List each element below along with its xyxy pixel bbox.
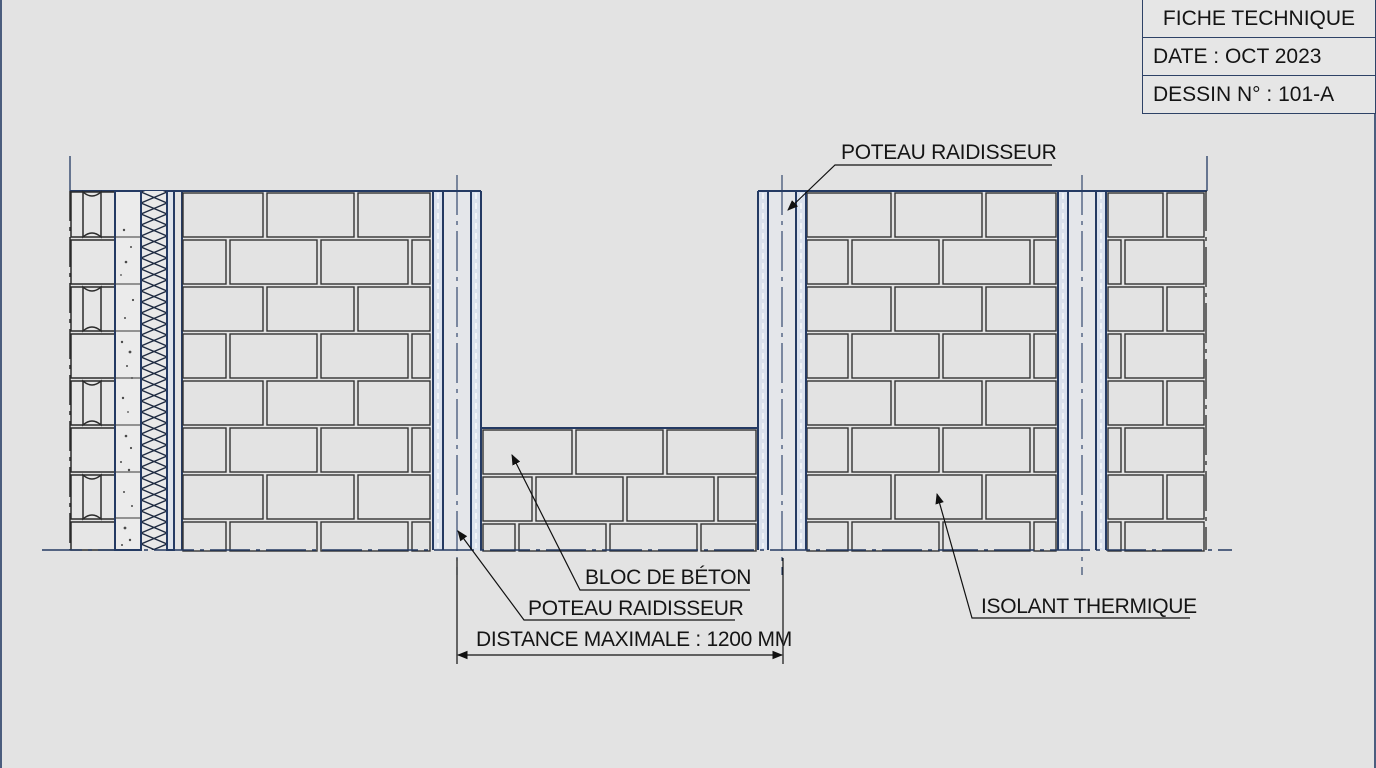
drawing-frame-left <box>0 0 2 768</box>
title-block-drawing-number: DESSIN N° : 101-A <box>1143 75 1375 113</box>
concrete-strip <box>114 190 142 551</box>
leader-lines <box>457 164 1190 621</box>
drawing-frame-right <box>1374 0 1376 768</box>
dimension-line <box>456 558 784 664</box>
title-block: FICHE TECHNIQUE DATE : OCT 2023 DESSIN N… <box>1142 0 1376 114</box>
label-bloc-de-beton: BLOC DE BÉTON <box>585 566 752 589</box>
hollow-block-column <box>69 190 116 551</box>
label-poteau-raidisseur-bottom: POTEAU RAIDISSEUR <box>528 597 744 620</box>
plate-layer <box>166 190 183 551</box>
label-poteau-raidisseur-top: POTEAU RAIDISSEUR <box>841 141 1057 164</box>
wall-top-edges <box>70 190 1207 429</box>
title-block-date: DATE : OCT 2023 <box>1143 37 1375 75</box>
concrete-block-masonry <box>182 192 1205 552</box>
extension-lines <box>69 156 1208 191</box>
title-block-title: FICHE TECHNIQUE <box>1162 7 1356 30</box>
label-distance-maximale: DISTANCE MAXIMALE : 1200 MM <box>476 628 792 651</box>
thermal-insulation-layer <box>140 191 168 550</box>
label-isolant-thermique: ISOLANT THERMIQUE <box>981 595 1197 618</box>
stiffener-posts <box>432 175 1107 575</box>
